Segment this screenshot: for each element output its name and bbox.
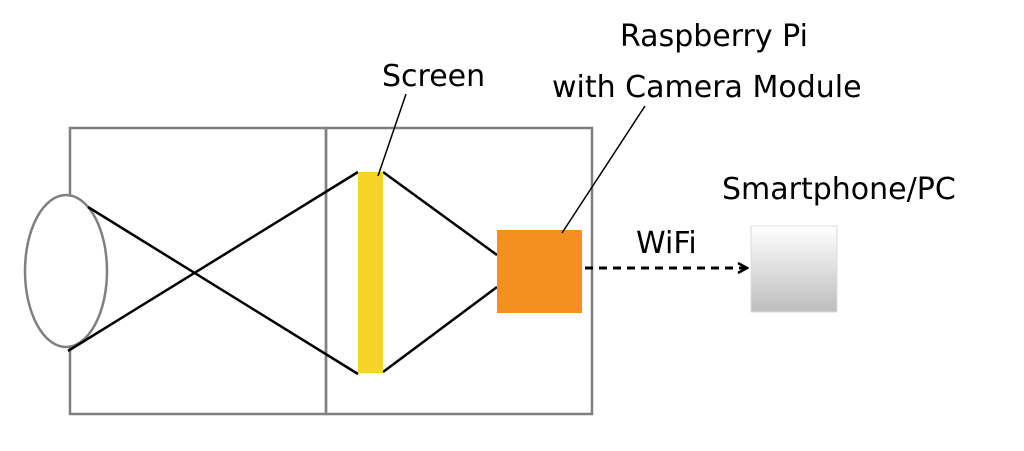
raspberry-pi-label-line1: Raspberry Pi <box>620 19 808 54</box>
raspberry-pi-label-line2: with Camera Module <box>552 70 862 105</box>
smartphone-pc-device <box>750 225 838 313</box>
light-ray-lower-to-upper <box>67 170 359 353</box>
raspberry-pi-callout-line <box>561 105 646 234</box>
screen-label: Screen <box>382 59 485 94</box>
screen-callout-line <box>377 93 407 177</box>
screen-to-camera-ray-top <box>382 170 498 257</box>
wifi-label: WiFi <box>636 226 697 261</box>
lens-ellipse <box>23 193 109 349</box>
light-ray-upper-to-lower <box>87 205 359 376</box>
raspberry-pi-box <box>497 230 582 313</box>
smartphone-pc-label: Smartphone/PC <box>722 172 956 207</box>
screen-to-camera-ray-bottom <box>382 285 498 374</box>
right-enclosure-box <box>324 126 594 416</box>
screen-bar <box>358 172 383 373</box>
